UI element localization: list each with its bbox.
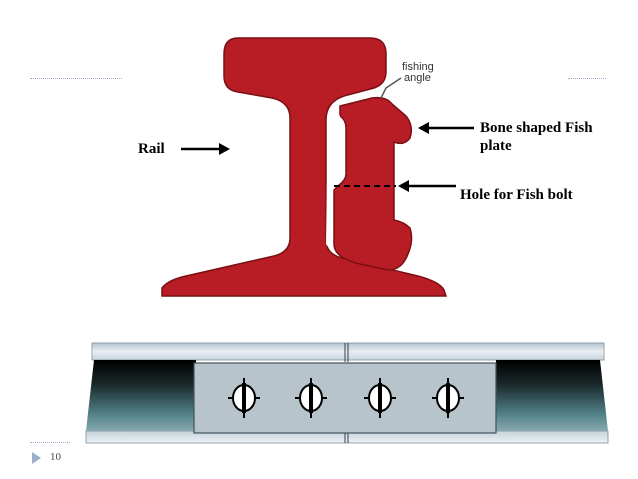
footer-divider — [30, 442, 70, 443]
triangle-bullet-icon — [32, 452, 41, 464]
bolt-circle-icon — [432, 378, 464, 418]
fishing-angle-label: fishing angle — [402, 62, 434, 84]
rail-web-left — [86, 360, 196, 431]
fish-plate-profile — [333, 96, 413, 271]
title-divider-left — [30, 78, 122, 79]
fishing-angle-label-line2: angle — [404, 72, 431, 84]
fish-bolt-hole-label: Hole for Fish bolt — [460, 187, 573, 203]
fish-plate-label: Bone shaped Fish plate — [480, 119, 593, 155]
rail-joint-side-view — [85, 342, 609, 444]
rail-profile — [161, 37, 448, 297]
page-number: 10 — [50, 451, 61, 463]
fish-plate-label-line1: Bone shaped Fish — [480, 120, 593, 136]
title-divider-right — [568, 78, 606, 79]
rail-web-right — [496, 360, 608, 431]
bolt-circle-icon — [364, 378, 396, 418]
fish-plate-gap — [326, 111, 340, 247]
bolt-circle-icon — [228, 378, 260, 418]
fishing-angle-label-line1: fishing — [402, 61, 434, 73]
bolt-circle-icon — [295, 378, 327, 418]
fish-plate-label-line2: plate — [480, 138, 512, 154]
rail-cross-section — [161, 37, 448, 297]
rail-label: Rail — [138, 141, 165, 157]
fishing-angle-pointer — [380, 77, 402, 99]
arrow-icon — [418, 122, 474, 134]
arrow-icon — [398, 180, 456, 192]
arrow-icon — [181, 143, 230, 155]
